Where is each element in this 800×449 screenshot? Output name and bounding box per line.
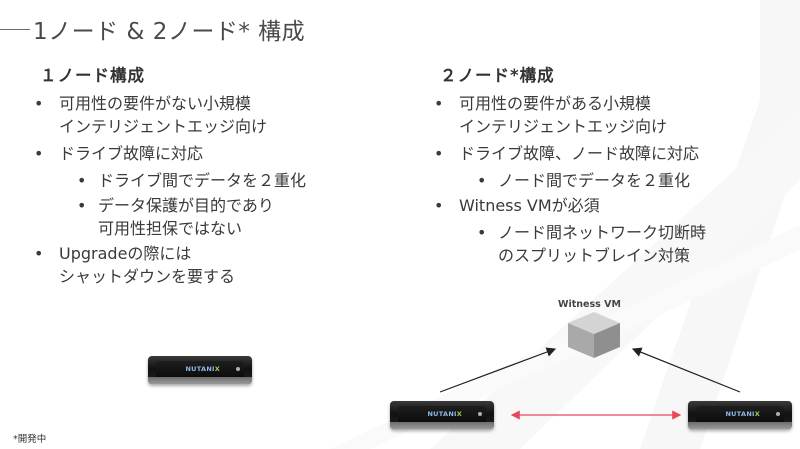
- arrow-left-node-to-witness: [439, 347, 557, 393]
- server-node-right: NUTANIX: [688, 401, 792, 429]
- bullet-item: 可用性の要件がない小規模 インテリジェントエッジ向け: [32, 92, 392, 138]
- two-node-heading: ２ノード*構成: [440, 66, 555, 85]
- witness-vm-cube-icon: [568, 312, 620, 358]
- sub-bullet-item: データ保護が目的であり 可用性担保ではない: [32, 194, 392, 240]
- arrow-right-node-to-witness: [631, 347, 741, 393]
- page-title: 1ノード & 2ノード* 構成: [33, 19, 306, 45]
- sub-bullet-item: ノード間でデータを２重化: [432, 169, 792, 192]
- sub-bullet-item: ノード間ネットワーク切断時 のスプリットブレイン対策: [432, 221, 792, 267]
- server-brand: NUTANIX: [725, 410, 761, 418]
- server-brand: NUTANIX: [427, 410, 463, 418]
- sub-bullet-item: ドライブ間でデータを２重化: [32, 169, 392, 192]
- bullet-item: Upgradeの際には シャットダウンを要する: [32, 242, 392, 288]
- bullet-item: ドライブ故障に対応: [32, 142, 392, 165]
- title-rule: [0, 29, 30, 30]
- footnote: *開発中: [13, 434, 47, 445]
- one-node-column: １ノード構成 可用性の要件がない小規模 インテリジェントエッジ向け ドライブ故障…: [32, 62, 392, 292]
- server-one-node: NUTANIX: [148, 356, 252, 384]
- server-node-left: NUTANIX: [390, 401, 494, 429]
- two-node-bullets: 可用性の要件がある小規模 インテリジェントエッジ向け ドライブ故障、ノード故障に…: [432, 92, 792, 267]
- bullet-item: ドライブ故障、ノード故障に対応: [432, 142, 792, 165]
- bullet-item: Witness VMが必須: [432, 194, 792, 217]
- witness-vm-label: Witness VM: [558, 299, 621, 310]
- two-node-column: ２ノード*構成 可用性の要件がある小規模 インテリジェントエッジ向け ドライブ故…: [432, 62, 792, 269]
- one-node-bullets: 可用性の要件がない小規模 インテリジェントエッジ向け ドライブ故障に対応 ドライ…: [32, 92, 392, 288]
- server-brand: NUTANIX: [185, 365, 221, 373]
- one-node-heading: １ノード構成: [40, 66, 145, 85]
- bullet-item: 可用性の要件がある小規模 インテリジェントエッジ向け: [432, 92, 792, 138]
